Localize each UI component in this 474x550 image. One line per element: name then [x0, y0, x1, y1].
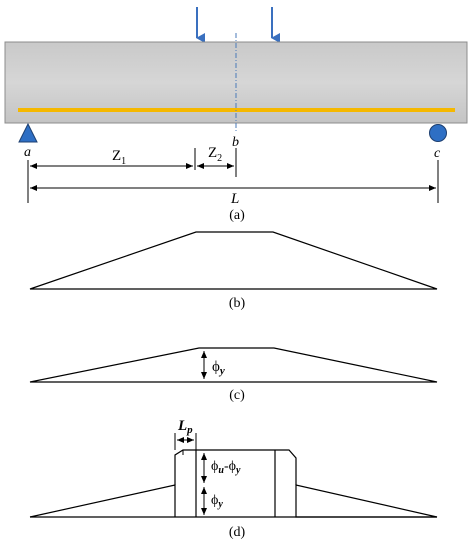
phi-y-d-sub: y — [217, 499, 223, 510]
caption-b: (b) — [229, 296, 246, 311]
phi-u-sub: u — [218, 465, 224, 476]
point-c-label: c — [434, 146, 441, 161]
phi-u-y-sub: y — [235, 465, 241, 476]
panel-c: ϕy (c) — [29, 347, 438, 403]
dim-l-label: L — [230, 191, 239, 207]
phi-y-label: ϕy — [212, 359, 225, 377]
phi-y-d-symbol: ϕ — [211, 493, 218, 508]
dim-z1-letter: Z — [112, 148, 121, 164]
phi-y-symbol: ϕ — [212, 359, 220, 375]
lp-label: Lp — [177, 418, 193, 436]
pin-support-icon — [18, 122, 38, 143]
plastic-hinge-block — [174, 449, 297, 485]
point-a-label: a — [24, 145, 31, 160]
phi-u-y-label: ϕu-ϕy — [211, 459, 241, 476]
phi-y-sub: y — [218, 365, 225, 377]
elastic-part — [29, 484, 176, 518]
phi-u-symbol: ϕ — [211, 459, 218, 474]
panel-b: (b) — [29, 231, 438, 311]
caption-d: (d) — [229, 525, 246, 540]
roller-support-icon — [429, 124, 447, 142]
lp-letter: L — [177, 418, 187, 434]
panel-d: Lp ϕu-ϕy ϕy (d) — [29, 418, 438, 540]
dim-z2-sub: 2 — [217, 153, 222, 164]
dim-z1-label: Z1 — [112, 148, 126, 167]
lp-sub: p — [186, 424, 193, 436]
phi-dash: -ϕ — [224, 459, 236, 474]
phi-y-d-label: ϕy — [211, 493, 223, 510]
caption-a: (a) — [229, 208, 245, 223]
point-b-label: b — [232, 135, 239, 150]
dim-z2-label: Z2 — [208, 145, 222, 164]
dim-z2-letter: Z — [208, 145, 217, 161]
elastic-part-right — [295, 484, 438, 518]
panel-a: a b c Z1 Z2 L (a) — [4, 7, 468, 223]
moment-diagram — [29, 231, 438, 290]
elastic-curvature-diagram — [29, 347, 438, 383]
dim-z1-sub: 1 — [121, 156, 126, 167]
caption-c: (c) — [229, 388, 245, 403]
